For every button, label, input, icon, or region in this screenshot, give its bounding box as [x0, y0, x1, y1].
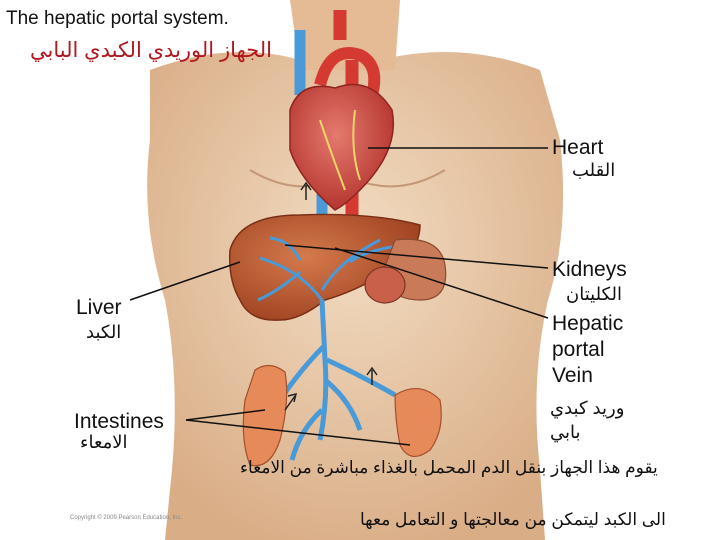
heart-organ	[289, 83, 395, 211]
label-intestines: Intestines	[74, 410, 164, 433]
label-hepatic-portal-line3: Vein	[552, 364, 593, 387]
label-liver: Liver	[76, 296, 122, 319]
flow-arrow-left	[284, 392, 298, 411]
label-kidneys-arabic: الكليتان	[566, 284, 622, 304]
kidneys-leader	[284, 244, 549, 269]
figure-title-arabic: الجهاز الوريدي الكبدي البابي	[30, 39, 272, 62]
aortic-arch	[314, 47, 381, 97]
intestines-leader	[185, 409, 266, 421]
heart-vessels	[319, 109, 361, 191]
label-heart: Heart	[552, 136, 604, 159]
label-kidneys: Kidneys	[552, 258, 627, 281]
note-arabic-line1: يقوم هذا الجهاز بنقل الدم المحمل بالغذاء…	[240, 458, 658, 477]
flow-arrow-up	[300, 181, 312, 200]
label-hepatic-portal-arabic-line2: بابي	[550, 422, 581, 442]
copyright-notice: Copyright © 2009 Pearson Education, Inc.	[70, 515, 183, 521]
label-intestines-arabic: الامعاء	[80, 432, 128, 452]
intestines-leader-2	[185, 419, 411, 446]
liver-veins	[257, 236, 406, 302]
label-hepatic-portal-line2: portal	[552, 338, 605, 361]
portal-vein	[277, 299, 397, 461]
note-arabic-line2: الى الكبد ليتمكن من معالجتها و التعامل م…	[360, 510, 666, 529]
flow-arrow-right	[366, 366, 378, 385]
portal-vein-leader	[334, 247, 549, 319]
label-liver-arabic: الكبد	[86, 322, 122, 342]
label-heart-arabic: القلب	[572, 160, 616, 180]
large-intestine	[394, 388, 442, 457]
label-hepatic-portal-line1: Hepatic	[552, 312, 624, 335]
kidney-organ	[364, 266, 406, 304]
small-intestine	[242, 364, 288, 467]
label-hepatic-portal-arabic-line1: وريد كبدي	[550, 398, 625, 418]
figure-title: The hepatic portal system.	[6, 8, 229, 29]
liver-leader	[129, 261, 241, 301]
